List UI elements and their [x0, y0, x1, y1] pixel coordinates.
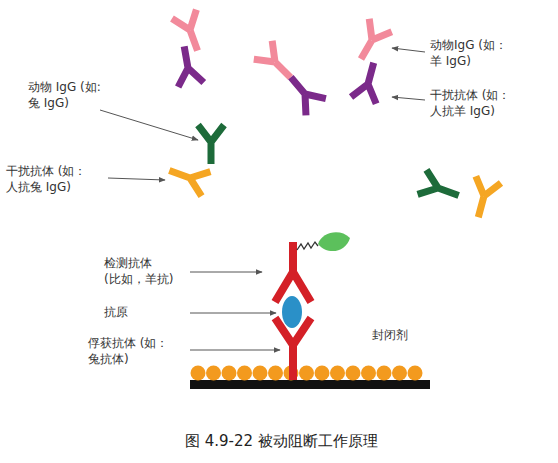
interfering-antibody: [165, 158, 211, 196]
leader-line: [392, 48, 425, 52]
leader-line: [100, 110, 198, 140]
interfering-antibody: [351, 59, 386, 103]
callout-label: 抗原: [104, 305, 184, 321]
callout-label: 动物IgG (如：羊 IgG): [430, 38, 514, 69]
leader-line: [392, 97, 425, 100]
animal-igg: [418, 170, 464, 208]
blocking-ball: [253, 366, 268, 381]
blocking-ball: [408, 366, 423, 381]
interfering-antibody: [466, 176, 501, 220]
figure-caption: 图 4.9-22 被动阻断工作原理: [185, 432, 378, 451]
callout-label: 干扰抗体 (如：人抗羊 IgG): [430, 88, 542, 119]
leader-line: [190, 313, 276, 314]
blocking-ball: [222, 366, 237, 381]
callout-label: 干扰抗体 (如：人抗兔 IgG): [6, 164, 118, 195]
plate: [190, 380, 430, 389]
blocking-ball: [299, 366, 314, 381]
blocking-ball: [377, 366, 392, 381]
animal-igg: [350, 19, 392, 66]
blocking-ball: [206, 366, 221, 381]
interfering-antibody: [171, 44, 203, 87]
linker: [297, 242, 318, 250]
animal-igg: [172, 10, 210, 56]
leader-line: [190, 272, 262, 273]
detection-antibody: [275, 242, 311, 302]
blocking-ball: [346, 366, 361, 381]
interfering-antibody: [281, 69, 326, 116]
animal-igg: [198, 125, 224, 164]
blocking-ball: [330, 366, 345, 381]
enzyme-label: [318, 232, 350, 251]
blocking-ball: [315, 366, 330, 381]
leader-line: [190, 350, 280, 351]
callout-label: 动物 IgG (如:兔 IgG): [28, 80, 102, 111]
blocking-ball: [191, 366, 206, 381]
leader-line: [108, 178, 165, 180]
callout-label: 俘获抗体 (如：兔抗体): [88, 336, 184, 367]
blocking-ball: [392, 366, 407, 381]
blocking-agent-label: 封闭剂: [372, 328, 442, 344]
antigen: [282, 296, 302, 328]
callout-label: 检测抗体 (比如，羊抗): [104, 256, 190, 287]
blocking-ball: [268, 366, 283, 381]
blocking-agent: [191, 366, 423, 381]
blocking-ball: [361, 366, 376, 381]
blocking-ball: [237, 366, 252, 381]
